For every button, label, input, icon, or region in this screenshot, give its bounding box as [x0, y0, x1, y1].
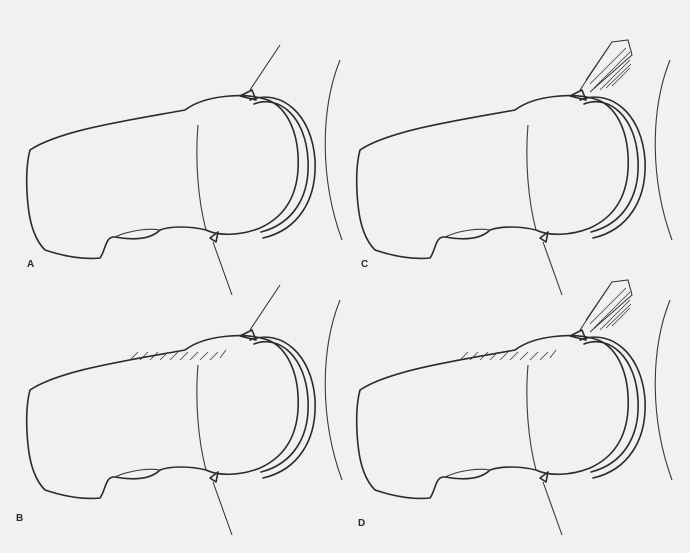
panel-label-a: A — [27, 259, 35, 270]
panel-label-c: C — [361, 259, 369, 270]
panel-label-b: B — [16, 513, 24, 524]
panel-label-d: D — [358, 518, 366, 529]
panel-a — [27, 45, 342, 295]
acetabular-hatch-area-d — [586, 280, 632, 332]
acetabular-hatch-area — [586, 40, 632, 92]
panel-c — [357, 40, 672, 295]
panel-d — [357, 280, 672, 535]
panel-b — [27, 285, 342, 535]
